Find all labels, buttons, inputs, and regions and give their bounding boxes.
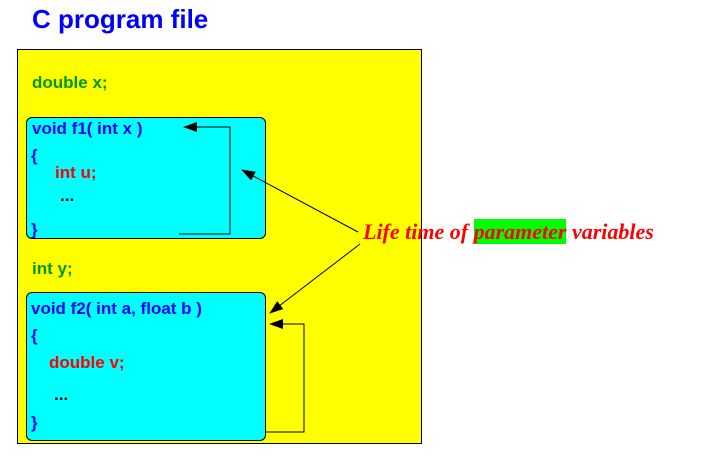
- lifetime-caption: Life time of parameter variables: [363, 219, 654, 245]
- function-f1-box: [26, 117, 266, 239]
- global-decl-x: double x;: [32, 73, 108, 92]
- f2-local-decl: double v;: [49, 353, 125, 372]
- f1-local-decl: int u;: [55, 163, 97, 182]
- caption-highlight: parameter: [473, 219, 567, 244]
- caption-before: Life time of: [363, 219, 474, 244]
- f1-open-brace: {: [31, 146, 38, 165]
- f2-signature: void f2( int a, float b ): [31, 299, 202, 318]
- function-f2-box: [26, 292, 266, 441]
- f1-ellipsis: ...: [60, 186, 75, 205]
- f1-lifetime-bracket: [179, 122, 231, 235]
- f2-lifetime-bracket: [266, 319, 305, 433]
- f1-signature: void f1( int x ): [32, 119, 143, 138]
- diagram-title: C program file: [32, 4, 209, 34]
- global-decl-y: int y;: [32, 259, 73, 278]
- caption-after: variables: [566, 219, 654, 244]
- f2-close-brace: }: [31, 413, 38, 432]
- caption-arrow-to-f1: [241, 169, 359, 233]
- caption-arrow-to-f2: [269, 243, 361, 314]
- f2-ellipsis: ...: [54, 385, 69, 404]
- f1-close-brace: }: [31, 220, 38, 239]
- f2-open-brace: {: [31, 326, 38, 345]
